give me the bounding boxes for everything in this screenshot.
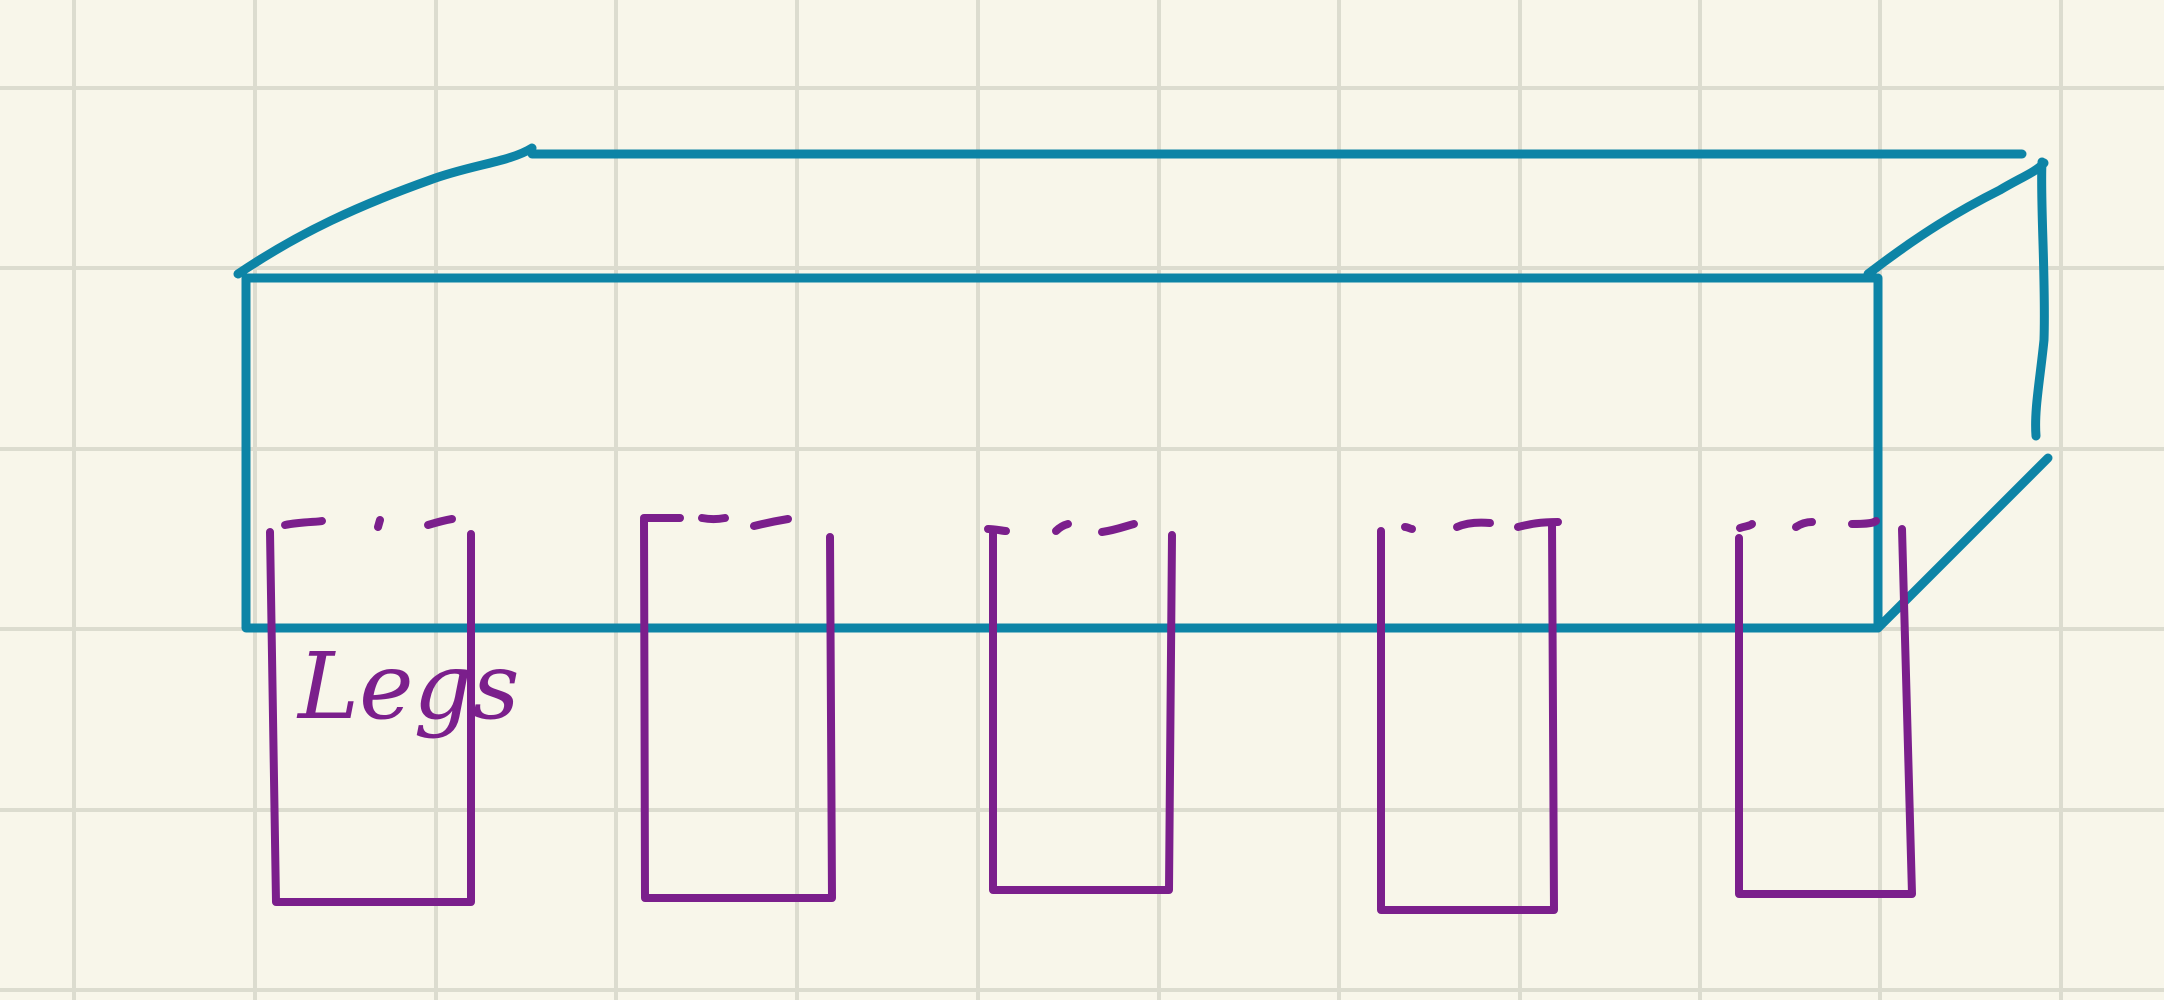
legs-annotation: Legs (296, 633, 520, 740)
legs-label: Legs (296, 633, 520, 740)
leg-1 (266, 515, 475, 906)
leg-2 (640, 514, 836, 902)
table-top-box (233, 143, 2053, 633)
leg-5 (1735, 517, 1916, 898)
leg-3 (984, 520, 1176, 894)
table-front-face (241, 273, 1883, 633)
table-right-depth-edge (1863, 158, 2049, 279)
leg-4 (1377, 518, 1562, 914)
legs-group (266, 514, 1916, 914)
table-right-back-edge (2031, 157, 2049, 441)
table-left-depth-edge (233, 143, 537, 279)
